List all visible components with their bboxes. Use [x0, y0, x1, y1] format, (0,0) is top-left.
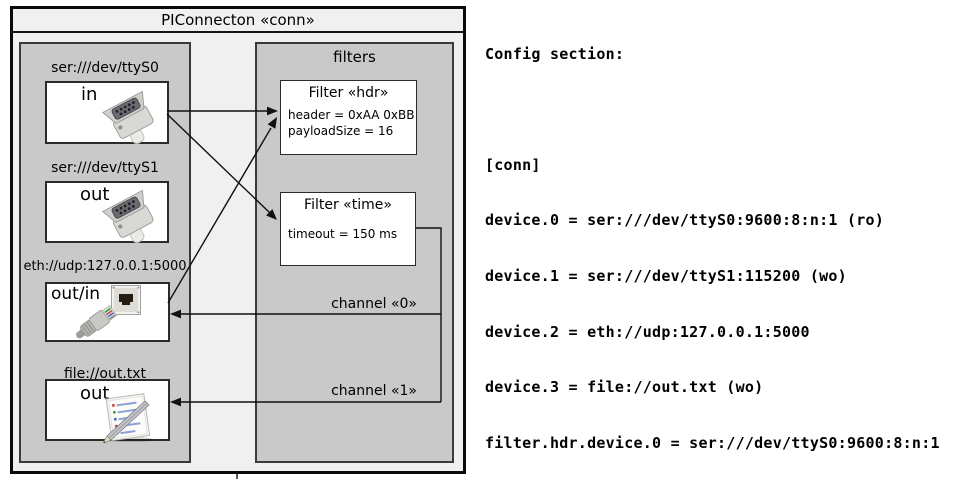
filter-time-box: Filter «time» timeout = 150 ms — [280, 192, 416, 266]
diagram-title: PIConnecton «conn» — [13, 9, 463, 33]
devices-panel: ser:///dev/ttyS0 in ser:///dev/ttyS1 — [19, 42, 191, 463]
device-box-ttys1: out — [45, 181, 169, 243]
filter-hdr-box: Filter «hdr» header = 0xAA 0xBB payloadS… — [280, 80, 417, 155]
filter-time-attr-timeout: timeout = 150 ms — [288, 227, 398, 241]
device-port-label: out/in — [51, 284, 101, 304]
device-port-label: in — [81, 84, 98, 105]
filter-hdr-attr-header: header = 0xAA 0xBB — [288, 108, 415, 122]
channel-1-label: channel «1» — [331, 383, 417, 399]
ethernet-cable-icon — [76, 305, 118, 339]
rj45-jack-icon — [111, 285, 141, 315]
config-blank-line — [485, 101, 960, 119]
device-port-label: out — [80, 383, 110, 404]
device-box-file: out — [45, 379, 170, 443]
config-heading: Config section: — [485, 45, 625, 64]
config-line: device.0 = ser:///dev/ttyS0:9600:8:n:1 (… — [485, 211, 885, 230]
filter-hdr-title: Filter «hdr» — [308, 85, 389, 101]
serial-connector-icon — [101, 189, 154, 243]
config-line: device.1 = ser:///dev/ttyS1:115200 (wo) — [485, 267, 847, 286]
device-label-file: file://out.txt — [63, 366, 147, 382]
serial-connector-icon — [101, 90, 154, 144]
filter-time-title: Filter «time» — [304, 197, 392, 213]
device-label-ttys0: ser:///dev/ttyS0 — [51, 60, 159, 76]
device-port-label: out — [80, 184, 110, 205]
config-section: Config section: [conn] device.0 = ser://… — [485, 8, 960, 484]
device-box-ttys0: in — [45, 81, 169, 144]
filter-hdr-attr-payloadsize: payloadSize = 16 — [288, 124, 394, 138]
device-box-eth: out/in — [45, 282, 170, 342]
device-label-ttys1: ser:///dev/ttyS1 — [51, 160, 159, 176]
config-line: device.3 = file://out.txt (wo) — [485, 378, 764, 397]
device-label-eth: eth://udp:127.0.0.1:5000 — [23, 259, 187, 274]
config-line: device.2 = eth://udp:127.0.0.1:5000 — [485, 322, 810, 341]
config-line: filter.hdr.device.0 = ser:///dev/ttyS0:9… — [485, 434, 940, 453]
channel-0-label: channel «0» — [331, 296, 417, 312]
notepad-icon — [102, 393, 153, 443]
config-line: [conn] — [485, 155, 541, 174]
filters-panel-title: filters — [333, 48, 376, 66]
